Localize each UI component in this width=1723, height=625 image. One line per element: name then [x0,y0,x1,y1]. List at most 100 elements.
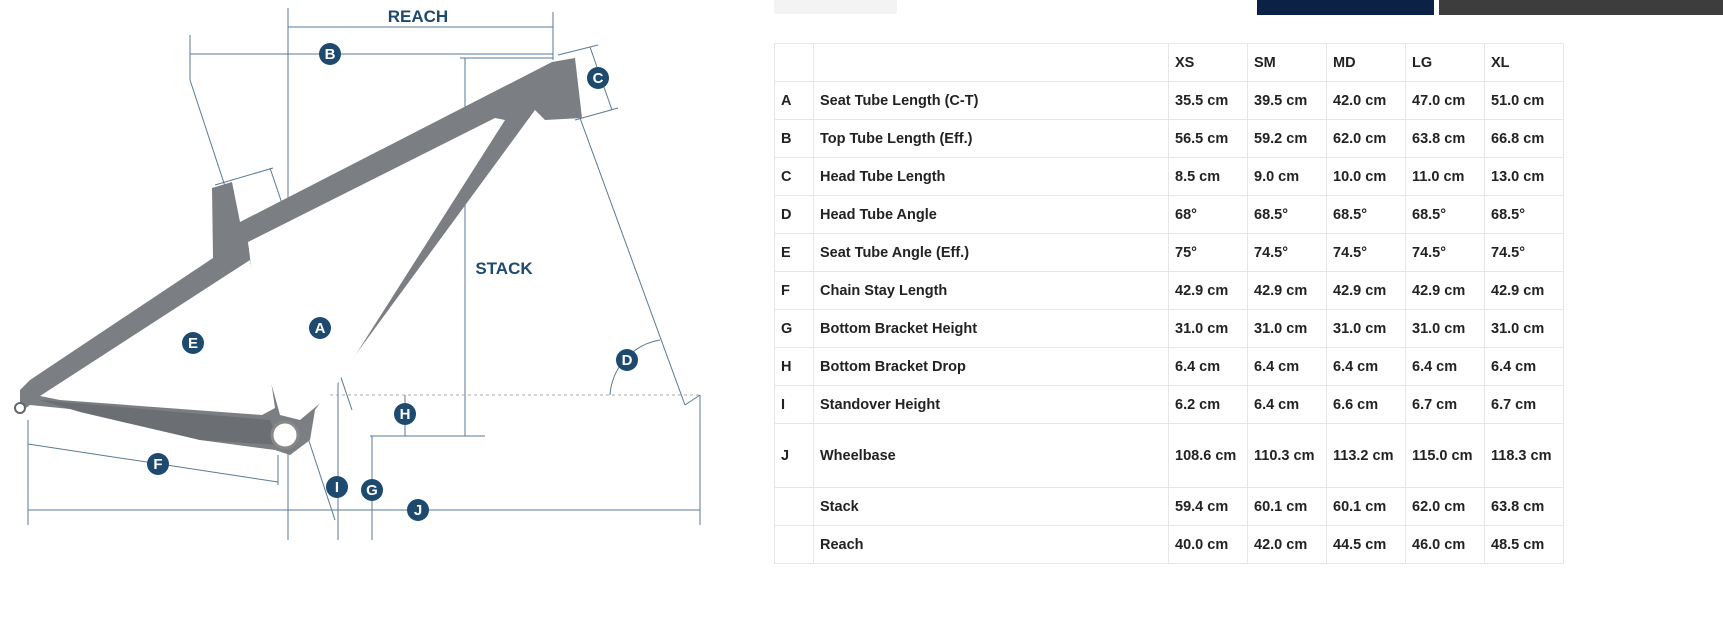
marker-A: A [309,317,331,339]
row-letter: F [774,271,814,310]
column-header: XS [1168,43,1248,82]
column-header: SM [1247,43,1327,82]
size-value: 6.4 cm [1405,347,1485,386]
size-value: 35.5 cm [1168,81,1248,120]
size-value: 68.5° [1405,195,1485,234]
size-value: 39.5 cm [1247,81,1327,120]
size-value: 115.0 cm [1405,423,1485,488]
column-header: LG [1405,43,1485,82]
size-value: 108.6 cm [1168,423,1248,488]
size-value: 51.0 cm [1484,81,1564,120]
size-value: 8.5 cm [1168,157,1248,196]
row-name: Wheelbase [813,423,1169,488]
size-value: 31.0 cm [1168,309,1248,348]
svg-text:H: H [400,406,411,423]
row-letter: C [774,157,814,196]
svg-text:C: C [593,70,604,87]
size-value: 10.0 cm [1326,157,1406,196]
row-name: Bottom Bracket Drop [813,347,1169,386]
marker-C: C [587,67,609,89]
svg-text:J: J [414,502,422,519]
svg-text:B: B [325,46,336,63]
size-value: 46.0 cm [1405,525,1485,564]
size-value: 60.1 cm [1247,487,1327,526]
svg-text:A: A [315,320,326,337]
row-name: Head Tube Angle [813,195,1169,234]
size-value: 6.7 cm [1405,385,1485,424]
column-header: XL [1484,43,1564,82]
row-name: Bottom Bracket Height [813,309,1169,348]
size-value: 60.1 cm [1326,487,1406,526]
row-letter: G [774,309,814,348]
row-letter: I [774,385,814,424]
size-value: 42.9 cm [1168,271,1248,310]
size-value: 74.5° [1247,233,1327,272]
row-name: Stack [813,487,1169,526]
size-value: 56.5 cm [1168,119,1248,158]
svg-text:G: G [366,482,378,499]
size-value: 13.0 cm [1484,157,1564,196]
size-value: 42.0 cm [1326,81,1406,120]
size-value: 113.2 cm [1326,423,1406,488]
size-value: 6.7 cm [1484,385,1564,424]
size-value: 75° [1168,233,1248,272]
geometry-diagram: REACH STACK A B C D E F G H I J [14,7,701,540]
size-value: 74.5° [1484,233,1564,272]
size-value: 74.5° [1326,233,1406,272]
row-letter: H [774,347,814,386]
marker-B: B [319,43,341,65]
marker-F: F [147,453,169,475]
size-value: 68.5° [1326,195,1406,234]
row-name: Standover Height [813,385,1169,424]
size-value: 6.6 cm [1326,385,1406,424]
row-name: Head Tube Length [813,157,1169,196]
size-value: 6.4 cm [1247,347,1327,386]
size-value: 118.3 cm [1484,423,1564,488]
size-value: 6.4 cm [1247,385,1327,424]
size-value: 74.5° [1405,233,1485,272]
size-value: 62.0 cm [1326,119,1406,158]
marker-G: G [361,479,383,501]
size-value: 6.4 cm [1326,347,1406,386]
row-letter: D [774,195,814,234]
tab[interactable] [774,0,897,14]
primary-button[interactable] [1257,0,1434,15]
size-value: 42.9 cm [1326,271,1406,310]
svg-text:F: F [153,456,162,473]
marker-H: H [394,403,416,425]
row-name: Seat Tube Angle (Eff.) [813,233,1169,272]
size-value: 59.4 cm [1168,487,1248,526]
row-letter: J [774,423,814,488]
row-name: Reach [813,525,1169,564]
size-value: 68° [1168,195,1248,234]
size-value: 62.0 cm [1405,487,1485,526]
size-value: 31.0 cm [1247,309,1327,348]
column-header [813,43,1169,82]
size-value: 110.3 cm [1247,423,1327,488]
svg-text:I: I [335,479,339,496]
row-letter: A [774,81,814,120]
row-letter [774,525,814,564]
row-name: Top Tube Length (Eff.) [813,119,1169,158]
size-value: 48.5 cm [1484,525,1564,564]
size-value: 6.4 cm [1484,347,1564,386]
size-value: 63.8 cm [1484,487,1564,526]
size-value: 31.0 cm [1405,309,1485,348]
column-header [774,43,814,82]
secondary-button[interactable] [1439,0,1723,15]
size-value: 11.0 cm [1405,157,1485,196]
size-value: 31.0 cm [1484,309,1564,348]
